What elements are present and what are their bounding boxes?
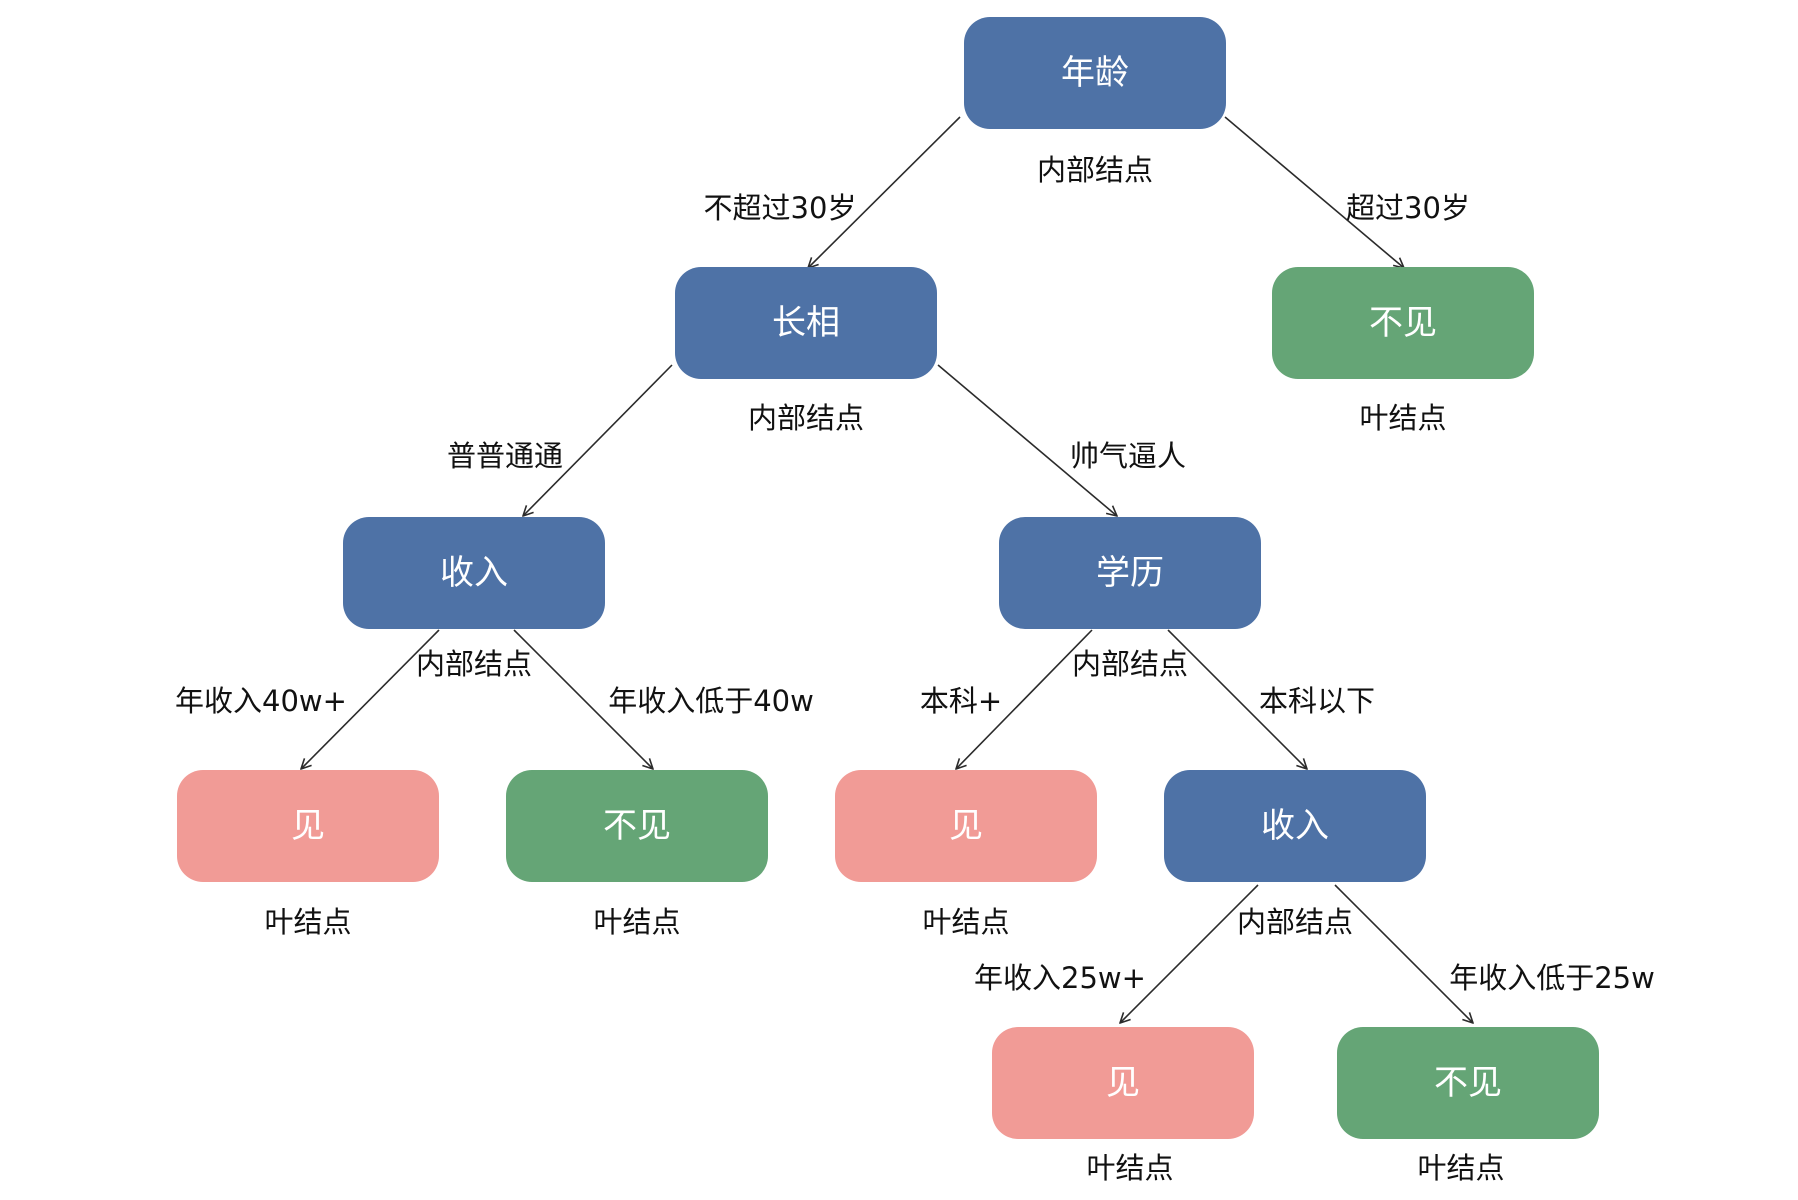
node-education-caption: 内部结点 [1072,647,1188,681]
edge-edu-bachelor [956,629,1093,769]
node-income1-label: 收入 [440,553,508,593]
edge-income2-high [1120,884,1259,1023]
node-income25-result-caption: 叶结点 [1086,1151,1173,1185]
edge-looks-handsome [937,364,1117,516]
edge-income1-high [301,629,440,769]
node-high-income-result: 见 [177,770,439,882]
node-bachelor-result-label: 见 [949,806,983,846]
node-low-income-result-label: 不见 [603,806,671,846]
node-education-label: 学历 [1096,553,1164,593]
edge-label-income2-high: 年收入25w+ [974,961,1146,995]
node-income1-caption: 内部结点 [416,647,532,681]
node-below25-result-caption: 叶结点 [1417,1151,1504,1185]
node-high-income-result-caption: 叶结点 [264,905,351,939]
node-over30-result: 不见 [1272,267,1534,379]
node-below25-result: 不见 [1337,1027,1599,1139]
node-over30-result-caption: 叶结点 [1359,401,1446,435]
node-low-income-result-caption: 叶结点 [593,905,680,939]
edge-label-age-le30: 不超过30岁 [704,191,857,225]
node-age-caption: 内部结点 [1037,153,1153,187]
node-looks-caption: 内部结点 [748,401,864,435]
node-education: 学历 [999,517,1261,629]
node-looks: 长相 [675,267,937,379]
node-age-label: 年龄 [1061,53,1129,93]
node-looks-label: 长相 [772,303,840,343]
node-high-income-result-label: 见 [291,806,325,846]
edge-label-age-gt30: 超过30岁 [1346,191,1470,225]
edge-label-looks-ordinary: 普普通通 [447,439,563,473]
node-over30-result-label: 不见 [1369,303,1437,343]
node-age: 年龄 [964,17,1226,129]
node-bachelor-result: 见 [835,770,1097,882]
edge-income1-low [513,629,653,769]
node-below25-result-label: 不见 [1434,1063,1502,1103]
edge-age-gt30 [1224,116,1404,268]
node-income2-caption: 内部结点 [1237,905,1353,939]
node-income25-result-label: 见 [1106,1063,1140,1103]
edge-label-income2-low: 年收入低于25w [1449,961,1655,995]
node-income2-label: 收入 [1261,806,1329,846]
edge-age-le30 [808,116,961,268]
edge-income2-low [1334,884,1473,1023]
node-low-income-result: 不见 [506,770,768,882]
node-bachelor-result-caption: 叶结点 [922,905,1009,939]
node-income2: 收入 [1164,770,1426,882]
edge-label-edu-below: 本科以下 [1259,684,1375,718]
edge-label-looks-handsome: 帅气逼人 [1070,439,1186,473]
edge-label-income1-low: 年收入低于40w [608,684,814,718]
edge-label-edu-bachelor: 本科+ [920,684,1002,718]
node-income25-result: 见 [992,1027,1254,1139]
edge-edu-below [1167,629,1307,769]
edge-looks-ordinary [523,364,673,516]
node-income1: 收入 [343,517,605,629]
edge-label-income1-high: 年收入40w+ [175,684,347,718]
